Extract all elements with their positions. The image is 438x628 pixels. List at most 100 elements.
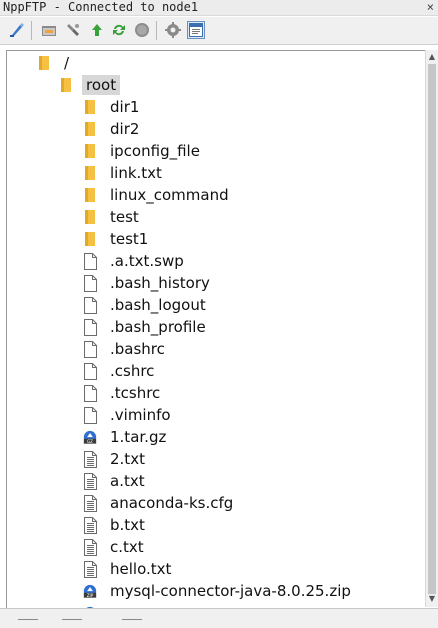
tree-item[interactable]: GZ 1.tar.gz (83, 426, 170, 448)
download-button[interactable] (64, 21, 82, 39)
tree-item[interactable]: hello.txt (83, 558, 175, 580)
tree-item-label: a.txt (110, 472, 145, 490)
tree-item-label: 1.tar.gz (110, 428, 167, 446)
text-file-icon (83, 516, 97, 534)
refresh-button[interactable] (110, 21, 128, 39)
settings-button[interactable] (164, 21, 182, 39)
tree-item[interactable]: dir1 (83, 96, 143, 118)
svg-text:ZIP: ZIP (87, 592, 94, 597)
file-icon (83, 406, 97, 424)
toolbar-separator (156, 21, 157, 40)
text-file-icon (83, 538, 97, 556)
tree-item[interactable]: .bash_history (83, 272, 214, 294)
tree-item-partial[interactable] (83, 602, 106, 608)
text-file-icon (83, 494, 97, 512)
file-icon (83, 274, 97, 292)
message-window-button[interactable] (187, 21, 205, 39)
tree-item-label: anaconda-ks.cfg (110, 494, 234, 512)
vertical-scrollbar[interactable]: ▲ ▼ (425, 50, 438, 607)
toolbar (0, 17, 438, 45)
tree-item-label: .bashrc (110, 340, 165, 358)
tree-item[interactable]: test (83, 206, 143, 228)
gear-icon (165, 22, 181, 38)
queue-column-action[interactable] (18, 619, 38, 620)
tree-item[interactable]: b.txt (83, 514, 149, 536)
tree-item-label: hello.txt (110, 560, 172, 578)
connect-button[interactable] (8, 21, 26, 39)
tree-item-label: dir1 (110, 98, 140, 116)
tree-item[interactable]: link.txt (83, 162, 166, 184)
file-icon (83, 318, 97, 336)
window-title: NppFTP - Connected to node1 (3, 0, 199, 14)
tree-item[interactable]: .bash_profile (83, 316, 210, 338)
text-file-icon (83, 560, 97, 578)
tree-item-label: test1 (110, 230, 149, 248)
abort-button[interactable] (133, 21, 151, 39)
tree-item-label: .bash_logout (110, 296, 206, 314)
download-icon (67, 24, 79, 36)
tree-item[interactable]: a.txt (83, 470, 149, 492)
message-window-icon (189, 23, 203, 37)
open-directory-button[interactable] (40, 21, 58, 39)
tree-item[interactable]: .cshrc (83, 360, 158, 382)
tree-item-label: 2.txt (110, 450, 145, 468)
tree-item[interactable]: test1 (83, 228, 152, 250)
tree-item-label: c.txt (110, 538, 144, 556)
file-icon (83, 252, 97, 270)
tree-node-root[interactable]: / (37, 52, 73, 74)
folder-icon (83, 143, 97, 160)
transfer-queue-header (0, 608, 438, 628)
tree-item-label: b.txt (110, 516, 145, 534)
tree-item-label: .viminfo (110, 406, 171, 424)
tree-item-label: test (110, 208, 139, 226)
folder-icon (83, 187, 97, 204)
zip-archive-icon: ZIP (83, 583, 97, 600)
file-icon (83, 384, 97, 402)
queue-column-file[interactable] (122, 619, 142, 620)
refresh-icon (113, 24, 125, 36)
close-icon[interactable]: × (426, 0, 434, 14)
upload-button[interactable] (88, 21, 106, 39)
tree-item[interactable]: .bashrc (83, 338, 169, 360)
folder-icon (83, 209, 97, 226)
tree-item[interactable]: .viminfo (83, 404, 175, 426)
queue-column-progress[interactable] (62, 619, 82, 620)
window-title-bar: NppFTP - Connected to node1 × (0, 0, 438, 16)
file-icon (83, 362, 97, 380)
tree-item-label: link.txt (110, 164, 162, 182)
tree-item[interactable]: .bash_logout (83, 294, 210, 316)
folder-icon (83, 121, 97, 138)
tree-item-label: linux_command (110, 186, 229, 204)
tree-item[interactable]: linux_command (83, 184, 233, 206)
upload-arrow-icon (92, 24, 102, 36)
tree-item-label: .tcshrc (110, 384, 161, 402)
scroll-up-icon[interactable]: ▲ (428, 52, 436, 61)
tree-item-label: .a.txt.swp (110, 252, 184, 270)
tree-item-label: .bash_history (110, 274, 210, 292)
toolbar-separator (31, 21, 32, 40)
tree-item[interactable]: anaconda-ks.cfg (83, 492, 237, 514)
tree-item[interactable]: .a.txt.swp (83, 250, 188, 272)
folder-icon (83, 99, 97, 116)
tree-item-label: .cshrc (110, 362, 155, 380)
tree-item-label: .bash_profile (110, 318, 206, 336)
folder-icon (37, 55, 51, 72)
tree-item[interactable]: dir2 (83, 118, 143, 140)
tree-item[interactable]: 2.txt (83, 448, 149, 470)
svg-text:GZ: GZ (87, 438, 93, 443)
stop-icon (135, 23, 149, 37)
tree-item[interactable]: c.txt (83, 536, 148, 558)
tree-item-label: root (82, 75, 121, 95)
text-file-icon (83, 472, 97, 490)
folder-icon (83, 231, 97, 248)
tree-item[interactable]: ipconfig_file (83, 140, 204, 162)
scrollbar-thumb[interactable] (428, 64, 436, 594)
tree-item-label: / (64, 54, 70, 72)
file-icon (83, 296, 97, 314)
tree-item[interactable]: .tcshrc (83, 382, 164, 404)
scroll-down-icon[interactable]: ▼ (428, 594, 436, 603)
text-file-icon (83, 450, 97, 468)
tree-node-home[interactable]: root (59, 74, 121, 96)
